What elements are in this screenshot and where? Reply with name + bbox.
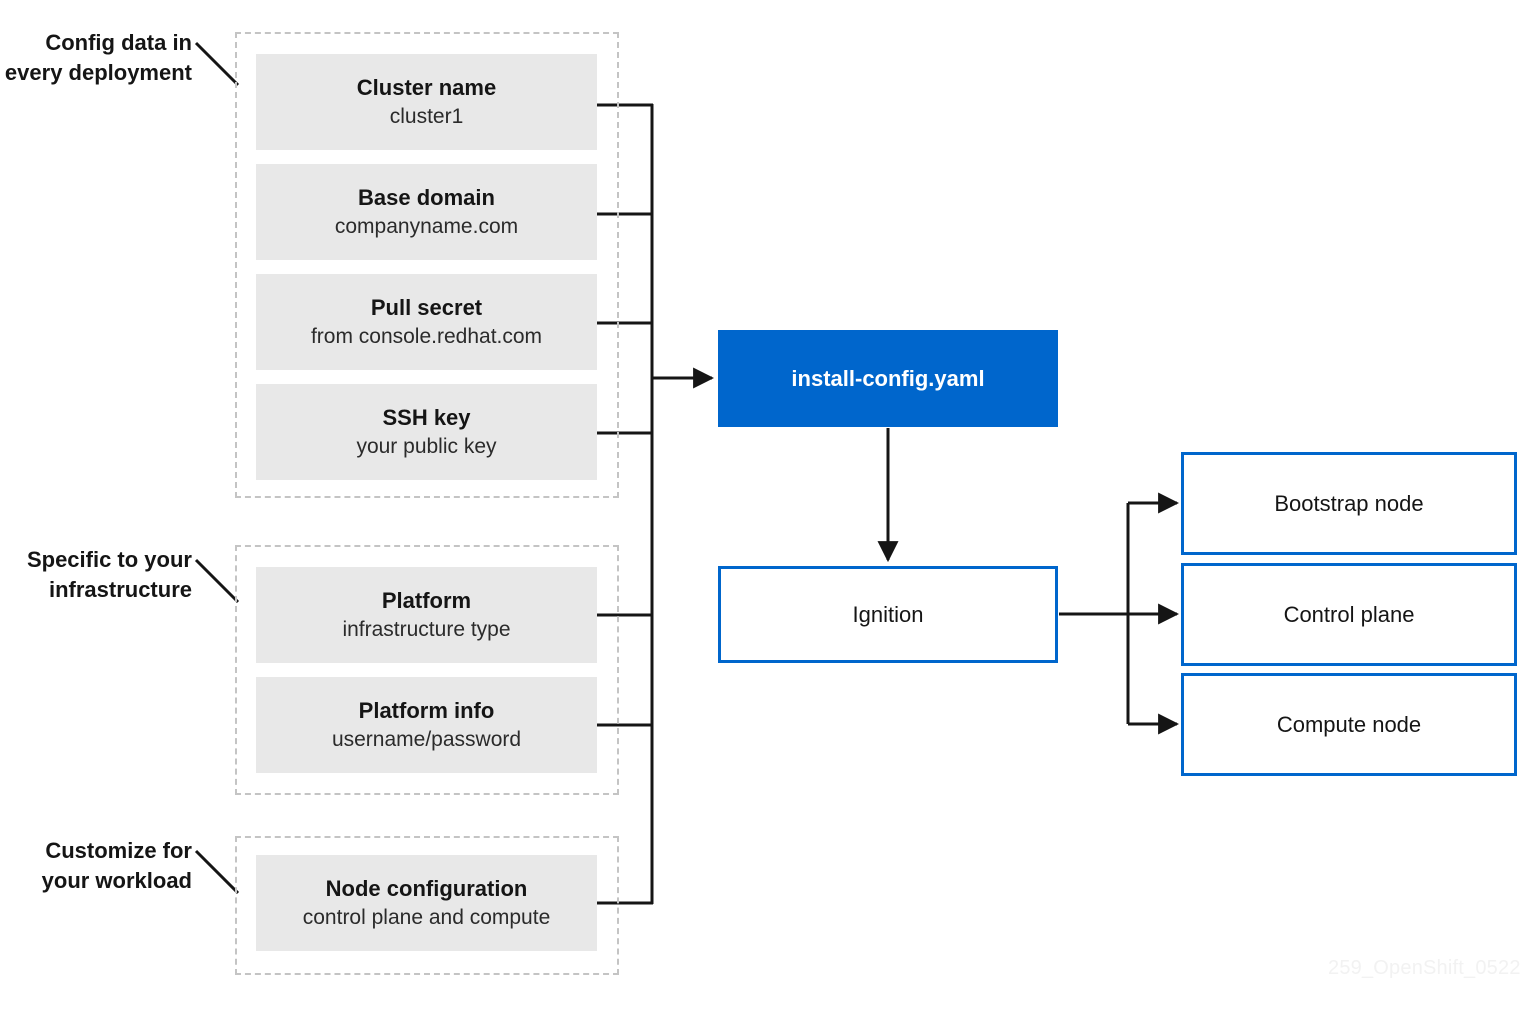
group-box-workload (235, 836, 619, 975)
config-card-ssh-key[interactable]: SSH key your public key (256, 384, 597, 480)
config-card-value: control plane and compute (302, 905, 551, 929)
install-config-yaml-label: install-config.yaml (791, 365, 985, 391)
config-card-title: SSH key (382, 404, 471, 430)
config-card-value: from console.redhat.com (310, 324, 543, 348)
leader-line-infrastructure (194, 558, 240, 604)
leader-line-workload (194, 849, 240, 895)
config-card-base-domain[interactable]: Base domain companyname.com (256, 164, 597, 260)
ignition-node[interactable]: Ignition (718, 566, 1058, 663)
config-card-title: Cluster name (356, 74, 497, 100)
bootstrap-node-label: Bootstrap node (1274, 490, 1424, 516)
leader-line-every-deployment (194, 41, 240, 87)
group-label-workload: Customize for your workload (41, 838, 192, 893)
config-card-pull-secret[interactable]: Pull secret from console.redhat.com (256, 274, 597, 370)
config-card-title: Node configuration (325, 875, 528, 901)
control-plane-label: Control plane (1283, 601, 1415, 627)
config-card-value: cluster1 (389, 104, 464, 128)
compute-node-label: Compute node (1276, 711, 1422, 737)
config-card-cluster-name[interactable]: Cluster name cluster1 (256, 54, 597, 150)
config-card-title: Platform (381, 587, 472, 613)
control-plane-box[interactable]: Control plane (1181, 563, 1517, 666)
config-card-title: Base domain (358, 184, 495, 210)
ignition-label: Ignition (852, 601, 924, 627)
group-box-every-deployment (235, 32, 619, 498)
group-label-every-deployment: Config data in every deployment (4, 30, 192, 85)
config-card-platform-info[interactable]: Platform info username/password (256, 677, 597, 773)
group-box-infrastructure (235, 545, 619, 795)
config-card-node-configuration[interactable]: Node configuration control plane and com… (256, 855, 597, 951)
config-card-value: infrastructure type (342, 617, 511, 641)
config-card-title: Platform info (358, 697, 495, 723)
bootstrap-node-box[interactable]: Bootstrap node (1181, 452, 1517, 555)
config-card-value: companyname.com (334, 214, 519, 238)
watermark-text: 259_OpenShift_0522 (1328, 957, 1520, 979)
install-config-yaml-node[interactable]: install-config.yaml (718, 330, 1058, 427)
config-card-value: username/password (331, 727, 522, 751)
compute-node-box[interactable]: Compute node (1181, 673, 1517, 776)
config-card-value: your public key (356, 434, 497, 458)
config-card-title: Pull secret (370, 294, 483, 320)
group-label-infrastructure: Specific to your infrastructure (26, 547, 192, 602)
config-card-platform[interactable]: Platform infrastructure type (256, 567, 597, 663)
